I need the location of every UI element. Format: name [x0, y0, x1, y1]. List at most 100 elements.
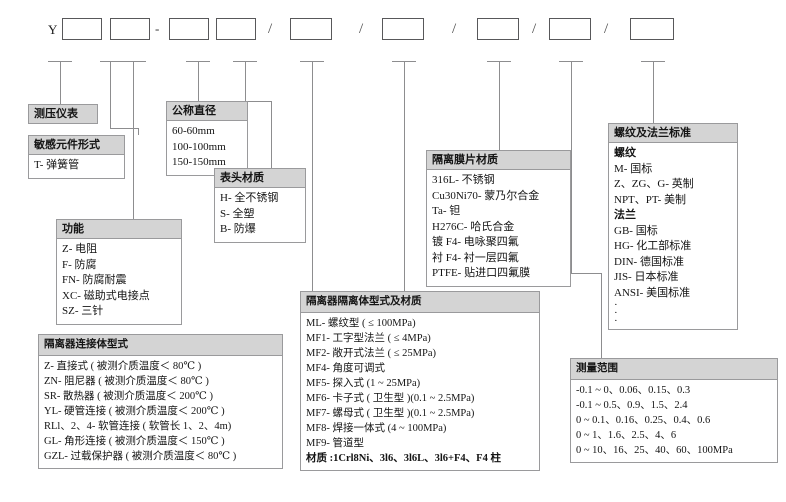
list-item: F- 防腐 [62, 258, 97, 271]
list-item: SZ- 三针 [62, 305, 104, 317]
leader-line-diaphragm-material [499, 61, 500, 150]
list-item: Z- 直接式 ( 被测介质温度＜ 80℃ ) [44, 361, 202, 372]
list-item: GL- 角形连接 ( 被测介质温度＜ 150℃ ) [44, 436, 225, 447]
list-item: ML- 螺纹型 ( ≤ 100MPa) [306, 318, 416, 329]
model-code-row: Y - / / / / / [0, 18, 786, 52]
code-box-5[interactable] [290, 18, 332, 40]
leader-line-measuring-range-b [571, 273, 601, 274]
list-item: MF2- 敞开式法兰 ( ≤ 25MPa) [306, 348, 437, 359]
leader-line-pressure-instrument [60, 61, 61, 104]
box-pressure-instrument: 测压仪表 [28, 104, 98, 124]
list-item: Z- 电阻 [62, 243, 98, 255]
box-title-sensitive-element: 敏感元件形式 [29, 136, 124, 155]
list-item: 0 ~ 1、1.6、2.5、4、6 [576, 430, 677, 441]
code-box-4[interactable] [216, 18, 256, 40]
leader-line-head-material-a [245, 61, 246, 101]
list-item: RLl、2、4- 软管连接 ( 软管长 1、2、4m) [44, 421, 232, 432]
list-item: H- 全不锈钢 [220, 192, 279, 204]
leader-line-nominal-diameter [198, 61, 199, 101]
code-slash-2: / [359, 21, 364, 37]
list-item: YL- 硬管连接 ( 被测介质温度＜ 200℃ ) [44, 406, 225, 417]
code-box-7[interactable] [477, 18, 519, 40]
box-title-isolator-connector-type: 隔离器连接体型式 [39, 335, 282, 356]
leader-line-head-material-c [271, 101, 272, 168]
box-body-head-material: H- 全不锈钢 S- 全塑 B- 防爆 [215, 188, 305, 242]
list-item: · [614, 307, 618, 319]
box-body-sensitive-element: T- 弹簧管 [29, 155, 124, 178]
box-title-head-material: 表头材质 [215, 169, 305, 188]
box-title-thread-flange-standard: 螺纹及法兰标准 [609, 124, 737, 143]
box-body-nominal-diameter: 60-60mm 100-100mm 150-150mm [167, 121, 247, 175]
code-slash-4: / [532, 21, 537, 37]
leader-line-measuring-range-a [571, 61, 572, 273]
list-item: 镀 F4- 电咏聚四氟 [432, 236, 519, 248]
code-box-8[interactable] [549, 18, 591, 40]
code-box-2[interactable] [110, 18, 150, 40]
list-item: FN- 防腐耐震 [62, 274, 127, 286]
list-item: 衬 F4- 衬一层四氟 [432, 251, 519, 264]
code-box-1[interactable] [62, 18, 102, 40]
list-item: ANSI- 美国标准 [614, 286, 691, 299]
list-item: 100-100mm [172, 140, 226, 153]
box-title-nominal-diameter: 公称直径 [167, 102, 247, 121]
box-function: 功能 Z- 电阻 F- 防腐 FN- 防腐耐震 XC- 磁助式电接点 SZ- 三… [56, 219, 182, 325]
list-item: · [614, 299, 618, 311]
list-item: 螺纹 [614, 147, 636, 159]
list-item: MF6- 卡子式 ( 卫生型 )(0.1 ~ 2.5MPa) [306, 393, 475, 404]
box-sensitive-element: 敏感元件形式 T- 弹簧管 [28, 135, 125, 179]
list-item: 0 ~ 0.1、0.16、0.25、0.4、0.6 [576, 415, 711, 426]
list-item: H276C- 哈氏合金 [432, 220, 515, 233]
list-item: MF8- 焊接一体式 (4 ~ 100MPa) [306, 423, 447, 434]
list-item: HG- 化工部标准 [614, 240, 692, 252]
box-body-isolator-body-type: ML- 螺纹型 ( ≤ 100MPa) MF1- 工字型法兰 ( ≤ 4MPa)… [301, 313, 539, 470]
code-slash-1: / [268, 21, 273, 37]
leader-line-measuring-range-c [601, 273, 602, 358]
list-item: -0.1 ~ 0.5、0.9、1.5、2.4 [576, 400, 688, 411]
list-item: JIS- 日本标准 [614, 271, 679, 283]
list-item: MF4- 角度可调式 [306, 363, 386, 374]
code-box-9[interactable] [630, 18, 674, 40]
list-item: XC- 磁助式电接点 [62, 289, 150, 302]
box-body-thread-flange-standard: 螺纹 M- 国标 Z、ZG、G- 英制 NPT、PT- 美制 法兰 GB- 国标… [609, 143, 737, 329]
list-item: ZN- 阻尼器 ( 被测介质温度＜ 80℃ ) [44, 376, 209, 387]
list-item: Cu30Ni70- 蒙乃尔合金 [432, 189, 540, 202]
list-item: 法兰 [614, 209, 636, 221]
code-box-3[interactable] [169, 18, 209, 40]
code-dash: - [155, 21, 160, 36]
list-item: 150-150mm [172, 156, 226, 168]
leader-line-isolator-connector [312, 61, 313, 334]
leader-line-sensitive-element-c [138, 128, 139, 135]
list-item: MF1- 工字型法兰 ( ≤ 4MPa) [306, 333, 431, 344]
list-item: DIN- 德国标准 [614, 255, 684, 268]
list-item: PTFE- 贴进口四氟膜 [432, 267, 531, 279]
box-body-diaphragm-material: 316L- 不锈钢 Cu30Ni70- 蒙乃尔合金 Ta- 钽 H276C- 哈… [427, 170, 570, 286]
code-prefix-Y: Y [48, 22, 58, 37]
list-item: -0.1 ~ 0、0.06、0.15、0.3 [576, 385, 691, 396]
box-body-isolator-connector-type: Z- 直接式 ( 被测介质温度＜ 80℃ ) ZN- 阻尼器 ( 被测介质温度＜… [39, 356, 282, 468]
leader-cap-2 [100, 61, 122, 62]
list-item: 60-60mm [172, 125, 215, 137]
code-slash-5: / [604, 21, 609, 37]
list-item: T- 弹簧管 [34, 159, 80, 171]
leader-line-isolator-body [404, 61, 405, 291]
box-measuring-range: 测量范围 -0.1 ~ 0、0.06、0.15、0.3 -0.1 ~ 0.5、0… [570, 358, 778, 463]
box-title-isolator-body-type: 隔离器隔离体型式及材质 [301, 292, 539, 313]
list-item: MF5- 探入式 (1 ~ 25MPa) [306, 378, 421, 389]
list-item: B- 防爆 [220, 223, 256, 235]
box-body-function: Z- 电阻 F- 防腐 FN- 防腐耐震 XC- 磁助式电接点 SZ- 三针 [57, 239, 181, 324]
box-title-diaphragm-material: 隔离膜片材质 [427, 151, 570, 170]
list-item: 316L- 不锈钢 [432, 174, 495, 186]
list-item: · [614, 315, 618, 327]
list-item: GZL- 过载保护器 ( 被测介质温度＜ 80℃ ) [44, 451, 237, 462]
box-diaphragm-material: 隔离膜片材质 316L- 不锈钢 Cu30Ni70- 蒙乃尔合金 Ta- 钽 H… [426, 150, 571, 287]
code-box-6[interactable] [382, 18, 424, 40]
list-item: 材质 :1Crl8Ni、3l6、3l6L、3l6+F4、F4 柱 [306, 453, 501, 464]
list-item: GB- 国标 [614, 224, 658, 237]
leader-cap-3 [122, 61, 146, 62]
box-title-pressure-instrument: 测压仪表 [29, 105, 97, 123]
box-thread-flange-standard: 螺纹及法兰标准 螺纹 M- 国标 Z、ZG、G- 英制 NPT、PT- 美制 法… [608, 123, 738, 330]
list-item: M- 国标 [614, 162, 653, 175]
list-item: Z、ZG、G- 英制 [614, 178, 694, 190]
list-item: 0 ~ 10、16、25、40、60、100MPa [576, 445, 733, 456]
